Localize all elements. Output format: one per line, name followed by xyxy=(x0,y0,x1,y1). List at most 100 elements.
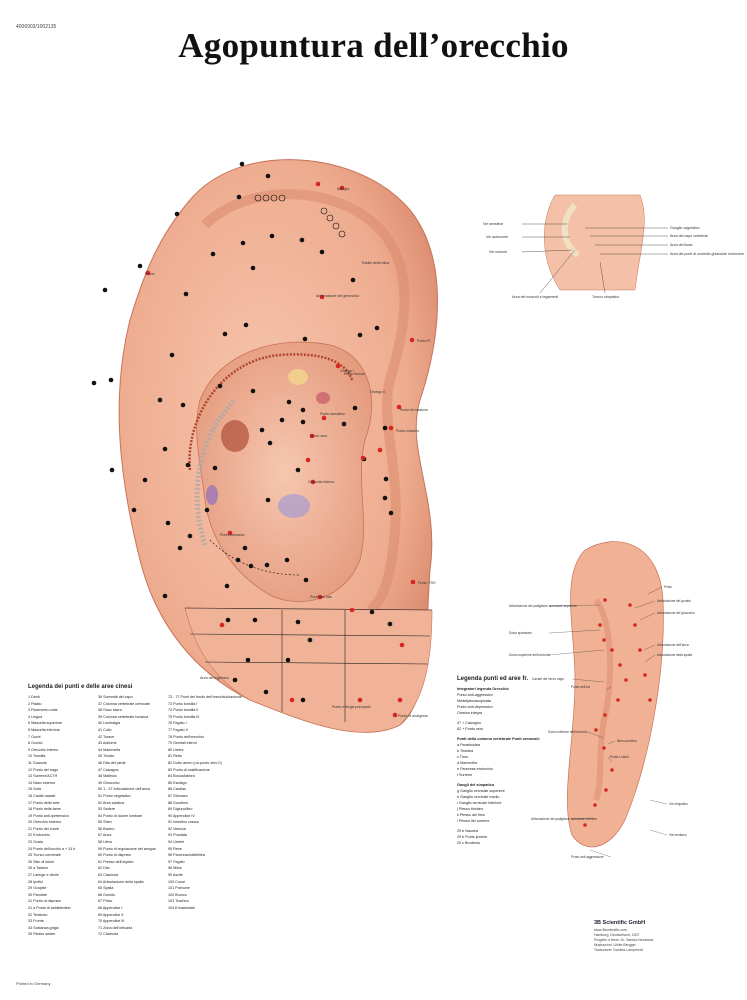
acupoint-black xyxy=(279,417,285,423)
label-punto-bonus: Punto Bonus xyxy=(344,372,365,376)
acupoint-black xyxy=(382,495,388,501)
acupoint-red xyxy=(305,457,311,463)
legend-item: 6 Mascella inferiore xyxy=(28,727,60,732)
legend-item: 73 Punto tonsilla I xyxy=(168,701,198,706)
legend2-line: i Ganglio cervicale inferiore xyxy=(457,801,502,805)
legend-item: 10 Tonsilla xyxy=(28,754,46,759)
inset-label-tronco: Tronco simpatico xyxy=(592,295,619,299)
legend-item: 2 Palato xyxy=(28,701,42,706)
acupoint-black xyxy=(285,657,291,663)
legend-item: 55 Shen xyxy=(98,820,112,825)
back-acupoint xyxy=(583,823,587,827)
label-zero: Punto zero xyxy=(310,434,327,438)
legend-item: 57 Anca xyxy=(98,833,112,838)
label-lato: Punto del lato xyxy=(310,595,332,599)
acupoint-red xyxy=(392,712,398,718)
legend-item: 51 Punto vegetativo xyxy=(98,793,131,798)
legend-item: 9 Orecchio interno xyxy=(28,747,59,752)
acupoint-black xyxy=(169,352,175,358)
legend-item: 17 Punto della sete xyxy=(28,800,60,805)
legend2-line: l Plesso del surrene xyxy=(457,819,490,823)
legend-item: 31 a Punto di antitidentesi xyxy=(28,906,71,910)
acupoint-red xyxy=(399,642,405,648)
leader-line xyxy=(647,586,663,595)
legend-item: 12 Punto del trago xyxy=(28,767,59,772)
back-acupoint xyxy=(616,698,620,702)
legend-item: 11 Guancia xyxy=(28,760,47,765)
lobule xyxy=(184,607,433,733)
legend-item: 91 Intestino crasso xyxy=(168,820,199,825)
acupoint-black xyxy=(177,545,183,551)
label-omega: Omega I xyxy=(340,369,354,373)
back-acupoint xyxy=(638,648,642,652)
legend2-line: d Mammella xyxy=(457,761,478,765)
leader-line xyxy=(607,740,616,745)
acupoint-black xyxy=(243,322,249,328)
legend-item: 74 Punto tonsilla II xyxy=(168,708,199,713)
leader-line xyxy=(607,756,613,763)
legend-item: 86 Cardias xyxy=(168,787,186,792)
nerve-inset: Vie sensitive Vie autonome Vie motorie G… xyxy=(483,194,744,299)
legend2-block2: Punti della colonna vertebrale Punti orm… xyxy=(457,736,557,778)
legend-item: 23 Ovaia xyxy=(28,840,43,845)
label-zona-tonsille: Anterrasione del gerunchio xyxy=(316,294,359,298)
legend-item: 47 Calcagno xyxy=(98,767,119,772)
legend-item: 22 Endocrino xyxy=(28,833,50,838)
legend-heading: Legenda dei punti e delle aree cinesi xyxy=(28,684,133,690)
legend-item: 44 Mammella xyxy=(98,747,121,752)
leader-line xyxy=(587,731,605,739)
acupoint-black xyxy=(269,233,275,239)
liver-icon xyxy=(221,420,249,452)
acupoint-black xyxy=(286,399,292,405)
acupoint-black xyxy=(295,619,301,625)
back-acupoint xyxy=(593,803,597,807)
legend-item: 19 Punto anti-ipertensivo xyxy=(28,813,69,818)
acupoint-black xyxy=(102,287,108,293)
acupoint-red xyxy=(317,594,323,600)
legend2-line: g Ganglio cervicale superiore xyxy=(457,789,505,793)
kidney-icon xyxy=(206,485,218,505)
acupoint-black xyxy=(374,325,380,331)
label-ramo: Ramo xyxy=(145,272,155,276)
acupoint-black xyxy=(387,621,393,627)
inset-label-gauglio: Gauglio vagolatico xyxy=(670,226,700,230)
leader-line xyxy=(570,817,595,820)
legend-item: 13 Surrene/ACTH xyxy=(28,774,58,779)
inset-label-capo: Area dei capo vertebrali xyxy=(670,234,708,238)
acupoint-black xyxy=(204,507,210,513)
acupoint-red xyxy=(310,479,316,485)
legend-item: 71 Zona dell'orticaria xyxy=(98,925,133,930)
acupoint-hollow xyxy=(332,222,340,230)
acupoint-black xyxy=(217,383,223,389)
legend2-line: h Ganglio cervicale medio xyxy=(457,795,500,799)
legend2-line: Omeica integra xyxy=(457,711,483,715)
acupoint-black xyxy=(265,173,271,179)
legend2-line: Medetjatovasopicata xyxy=(457,699,491,703)
back-ear-label: Articolazione del ginocchio xyxy=(657,611,695,615)
label-tsh: Punto TSH xyxy=(418,581,436,585)
acupoint-black xyxy=(174,211,180,217)
acupoint-black xyxy=(388,510,394,516)
legend-item: 61 Presso dell'ospizio xyxy=(98,859,134,864)
acupoint-black xyxy=(252,617,258,623)
label-analgesia: Punto di analgesia xyxy=(398,714,428,718)
leader-line xyxy=(649,799,668,805)
acupoint-black xyxy=(307,637,313,643)
legend-item: 95 Rene xyxy=(168,846,182,851)
back-acupoint xyxy=(602,638,606,642)
legend-item: 41 Collo xyxy=(98,727,112,732)
acupoint-black xyxy=(162,593,168,599)
back-acupoint xyxy=(602,746,606,750)
legend-item: 69 Appendice II xyxy=(98,912,124,917)
legend-item: 60 Punto di dispnea xyxy=(98,853,131,858)
legend2-block3: Gangli del simpatico g Ganglio cervicale… xyxy=(457,782,557,824)
label-allergia: Allergia xyxy=(337,187,349,191)
legend-item: 53 Sedere xyxy=(98,807,116,812)
acupoint-black xyxy=(300,407,306,413)
back-acupoint xyxy=(598,623,602,627)
concha xyxy=(196,341,372,602)
legend-item: 75 Punto tonsilla III xyxy=(168,714,200,719)
legend-item: 65 Spalla xyxy=(98,886,114,891)
legend-french-points: Legenda punti ed aree fr. Integratori le… xyxy=(457,676,557,850)
